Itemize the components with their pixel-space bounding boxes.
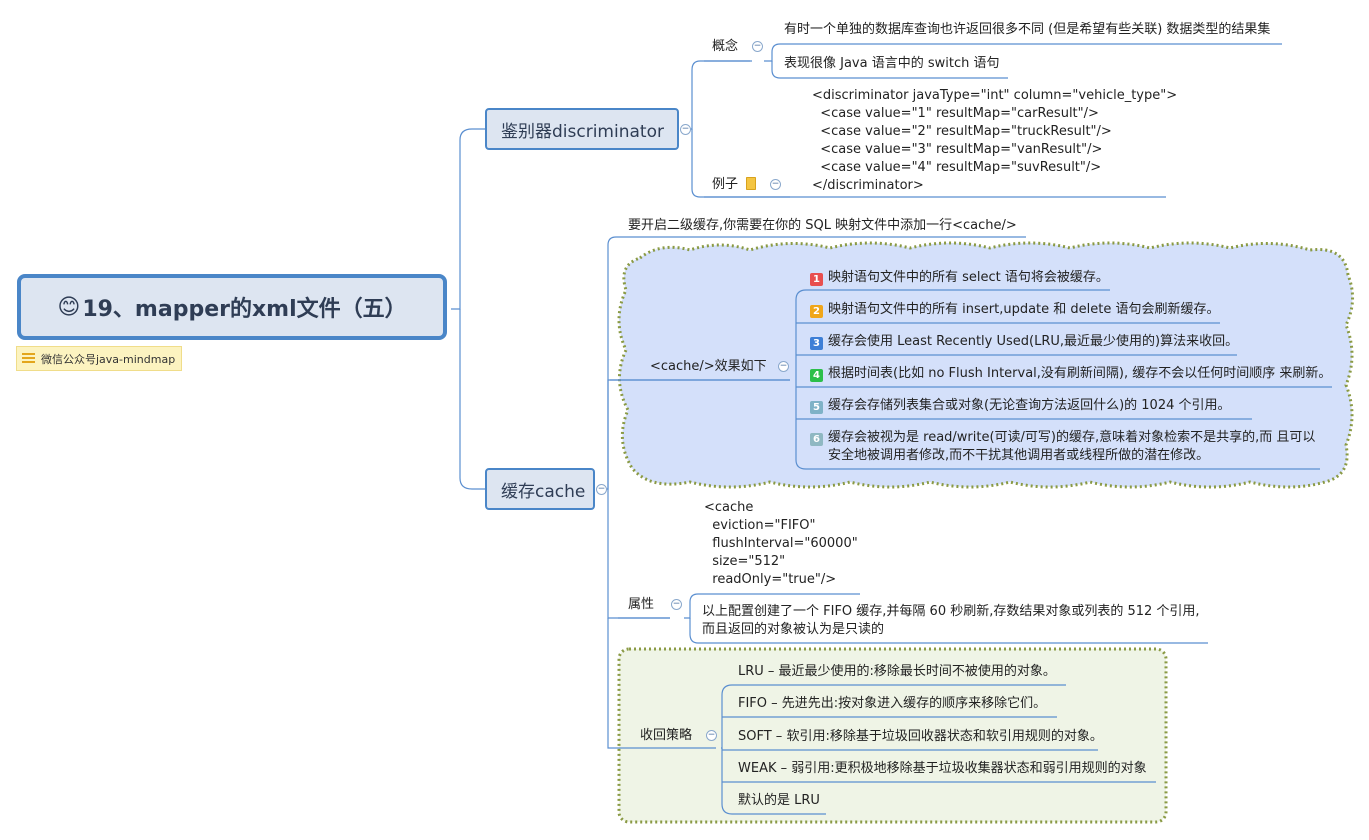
- eviction-cloud: [617, 647, 1168, 824]
- effect-item-6[interactable]: 6 缓存会被视为是 read/write(可读/可写)的缓存,意味着对象检索不是共…: [810, 429, 1315, 465]
- code-line: eviction="FIFO": [704, 518, 816, 533]
- code-line: readOnly="true"/>: [704, 572, 837, 587]
- code-line: <discriminator javaType="int" column="ve…: [812, 88, 1178, 103]
- attributes-code[interactable]: <cache eviction="FIFO" flushInterval="60…: [704, 499, 858, 589]
- priority-6-icon: 6: [810, 433, 823, 446]
- concept-item-1[interactable]: 有时一个单独的数据库查询也许返回很多不同 (但是希望有些关联) 数据类型的结果集: [784, 22, 1271, 37]
- concept-label[interactable]: 概念: [712, 39, 739, 54]
- effect-item-1[interactable]: 1 映射语句文件中的所有 select 语句将会被缓存。: [810, 269, 1109, 287]
- effect-item-3[interactable]: 3 缓存会使用 Least Recently Used(LRU,最近最少使用的)算…: [810, 333, 1238, 351]
- attributes-label[interactable]: 属性: [628, 597, 655, 612]
- effect-item-4[interactable]: 4 根据时间表(比如 no Flush Interval,没有刷新间隔), 缓存不…: [810, 365, 1331, 383]
- collapse-toggle-example[interactable]: −: [770, 179, 781, 190]
- eviction-item-soft[interactable]: SOFT – 软引用:移除基于垃圾回收器状态和软引用规则的对象。: [738, 729, 1103, 744]
- code-line: flushInterval="60000": [704, 536, 858, 551]
- priority-2-icon: 2: [810, 305, 823, 318]
- eviction-item-lru[interactable]: LRU – 最近最少使用的:移除最长时间不被使用的对象。: [738, 664, 1056, 679]
- collapse-toggle-cache[interactable]: −: [596, 484, 607, 495]
- root-note[interactable]: 微信公众号java-mindmap: [16, 346, 182, 371]
- priority-4-icon: 4: [810, 369, 823, 382]
- example-label-text: 例子: [712, 177, 739, 192]
- note-text: 微信公众号java-mindmap: [41, 352, 176, 366]
- effect-text: 安全地被调用者修改,而不干扰其他调用者或线程所做的潜在修改。: [828, 448, 1210, 463]
- attributes-desc-line: 而且返回的对象被认为是只读的: [702, 622, 885, 637]
- code-line: <cache: [704, 500, 754, 515]
- effects-label[interactable]: <cache/>效果如下: [650, 359, 767, 374]
- notes-icon: [22, 353, 35, 364]
- note-doc-icon: [746, 177, 757, 190]
- effect-item-2[interactable]: 2 映射语句文件中的所有 insert,update 和 delete 语句会刷新…: [810, 301, 1220, 319]
- attributes-desc-line: 以上配置创建了一个 FIFO 缓存,并每隔 60 秒刷新,存数结果对象或列表的 …: [702, 604, 1200, 619]
- code-line: <case value="1" resultMap="carResult"/>: [812, 106, 1099, 121]
- effect-text: 根据时间表(比如 no Flush Interval,没有刷新间隔), 缓存不会…: [828, 366, 1332, 381]
- topic-cache-label: 缓存cache: [501, 481, 586, 502]
- attributes-desc[interactable]: 以上配置创建了一个 FIFO 缓存,并每隔 60 秒刷新,存数结果对象或列表的 …: [702, 603, 1200, 639]
- priority-5-icon: 5: [810, 401, 823, 414]
- smile-icon: 😊: [57, 294, 81, 320]
- example-code[interactable]: <discriminator javaType="int" column="ve…: [812, 87, 1177, 195]
- code-line: size="512": [704, 554, 786, 569]
- topic-discriminator[interactable]: 鉴别器discriminator: [485, 108, 679, 150]
- example-label[interactable]: 例子: [712, 176, 757, 194]
- root-topic[interactable]: 😊 19、mapper的xml文件（五）: [17, 274, 447, 340]
- root-title: 19、mapper的xml文件（五）: [82, 297, 407, 322]
- priority-1-icon: 1: [810, 273, 823, 286]
- eviction-item-weak[interactable]: WEAK – 弱引用:更积极地移除基于垃圾收集器状态和弱引用规则的对象: [738, 761, 1147, 776]
- collapse-toggle-effects[interactable]: −: [778, 361, 789, 372]
- collapse-toggle-concept[interactable]: −: [752, 41, 763, 52]
- eviction-item-fifo[interactable]: FIFO – 先进先出:按对象进入缓存的顺序来移除它们。: [738, 696, 1047, 711]
- collapse-toggle-eviction[interactable]: −: [706, 730, 717, 741]
- priority-3-icon: 3: [810, 337, 823, 350]
- code-line: <case value="4" resultMap="suvResult"/>: [812, 160, 1102, 175]
- eviction-item-default[interactable]: 默认的是 LRU: [738, 793, 820, 808]
- cache-enable-text[interactable]: 要开启二级缓存,你需要在你的 SQL 映射文件中添加一行<cache/>: [628, 218, 1017, 233]
- effect-text: 缓存会存储列表集合或对象(无论查询方法返回什么)的 1024 个引用。: [828, 398, 1231, 413]
- effects-cloud: [617, 241, 1354, 489]
- topic-discriminator-label: 鉴别器discriminator: [501, 121, 664, 142]
- code-line: <case value="3" resultMap="vanResult"/>: [812, 142, 1103, 157]
- effect-item-5[interactable]: 5 缓存会存储列表集合或对象(无论查询方法返回什么)的 1024 个引用。: [810, 397, 1231, 415]
- effect-text: 缓存会被视为是 read/write(可读/可写)的缓存,意味着对象检索不是共享…: [828, 430, 1316, 445]
- eviction-label[interactable]: 收回策略: [640, 728, 693, 743]
- collapse-toggle-attributes[interactable]: −: [671, 599, 682, 610]
- collapse-toggle-discriminator[interactable]: −: [680, 124, 691, 135]
- effect-text: 映射语句文件中的所有 insert,update 和 delete 语句会刷新缓…: [828, 302, 1220, 317]
- code-line: </discriminator>: [812, 178, 924, 193]
- effect-text: 映射语句文件中的所有 select 语句将会被缓存。: [828, 270, 1109, 285]
- topic-cache[interactable]: 缓存cache: [485, 468, 595, 510]
- concept-item-2[interactable]: 表现很像 Java 语言中的 switch 语句: [784, 56, 1000, 71]
- effect-text: 缓存会使用 Least Recently Used(LRU,最近最少使用的)算法…: [828, 334, 1239, 349]
- code-line: <case value="2" resultMap="truckResult"/…: [812, 124, 1112, 139]
